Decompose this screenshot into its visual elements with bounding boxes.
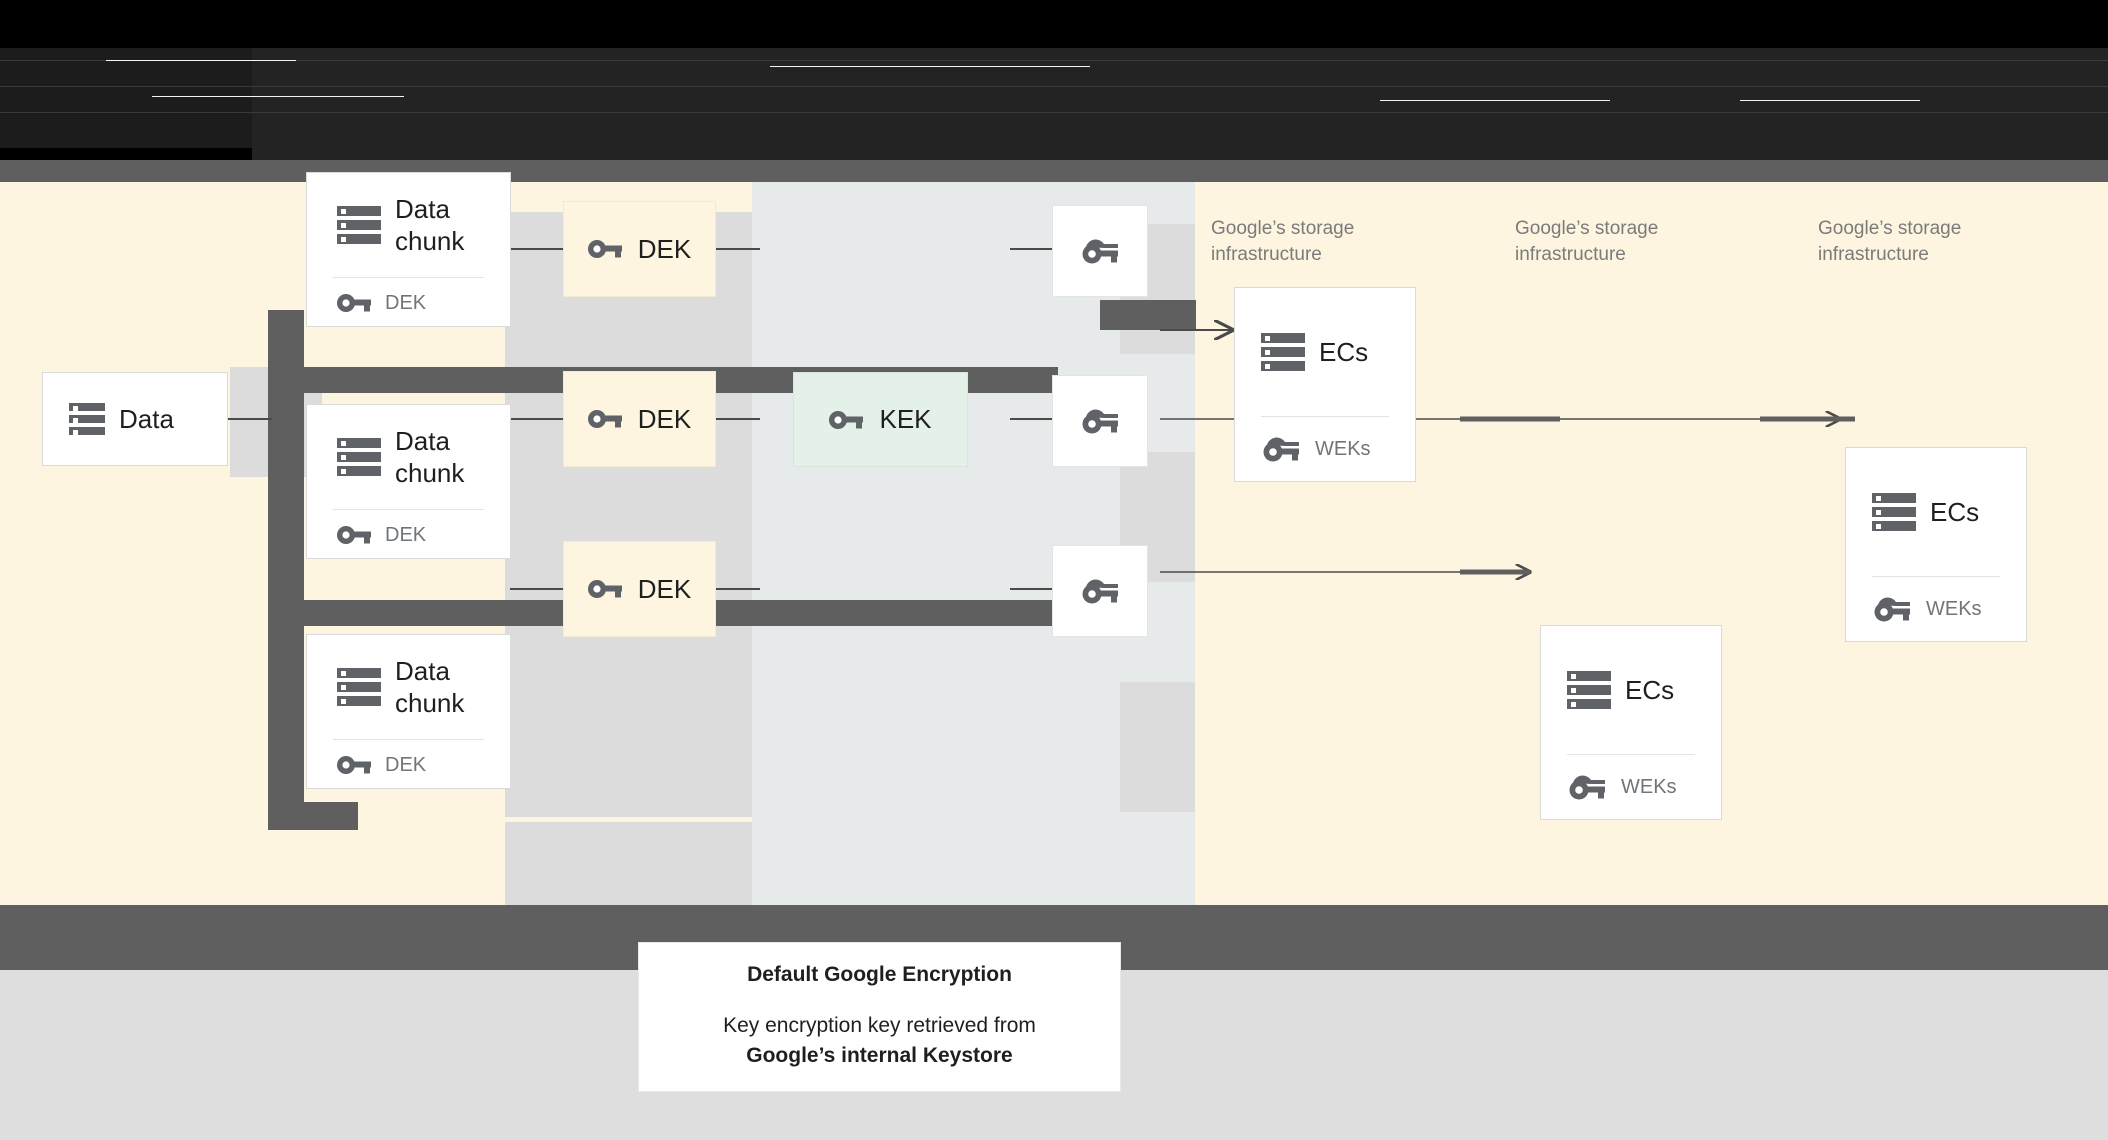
data-chunk-card[interactable]: Data chunk DEK [306,172,511,327]
ecs-card-key-label: WEKs [1621,776,1677,798]
data-chunk-card[interactable]: Data chunk DEK [306,404,511,559]
dek-box[interactable]: DEK [563,541,716,637]
data-chunk-title: Data chunk [395,656,465,718]
storage-icon [69,403,105,435]
storage-icon [1567,671,1611,709]
gray-block-wek3 [1120,682,1195,812]
wrapped-key-box[interactable] [1052,375,1148,467]
header-rule [0,112,2108,113]
header-rule [0,86,2108,87]
key-icon [337,756,371,774]
wrapped-key-icon [1874,597,1910,622]
card-divider [1567,754,1695,755]
dek-box[interactable]: DEK [563,201,716,297]
header-rule-light [152,96,404,97]
caption-card: Default Google Encryption Key encryption… [638,942,1121,1092]
data-chunk-key-label: DEK [385,754,427,776]
dek-label: DEK [637,403,692,434]
dek-label: DEK [637,233,692,264]
caption-body-line2: Google’s internal Keystore [746,1044,1013,1067]
key-icon [337,294,371,312]
header-dark-band-right [252,48,2108,160]
caption-title: Default Google Encryption [747,963,1012,986]
kek-label: KEK [879,404,932,434]
card-divider [1872,576,2000,577]
caption-body: Key encryption key retrieved from Google… [723,1011,1036,1071]
wrapped-key-box[interactable] [1052,545,1148,637]
storage-icon [337,668,381,706]
storage-icon [1261,333,1305,371]
ecs-card[interactable]: ECs WEKs [1234,287,1416,482]
storage-icon [337,206,381,244]
key-icon [337,526,371,544]
data-chunk-title: Data chunk [395,426,465,488]
kek-box[interactable]: KEK [793,372,968,467]
storage-infrastructure-label: Google’s storage infrastructure [1515,218,1659,265]
ecs-card-title: ECs [1319,337,1369,367]
storage-infrastructure-label: Google’s storage infrastructure [1211,218,1355,265]
fork-foot-bar [268,802,358,830]
wrapped-key-box[interactable] [1052,205,1148,297]
storage-infrastructure-label: Google’s storage infrastructure [1818,218,1962,265]
dek-box[interactable]: DEK [563,371,716,467]
top-gray-band [0,160,2108,182]
wrapped-key-icon [1082,239,1118,264]
card-divider [333,509,484,510]
header-rule-light [770,66,1090,67]
storage-icon [337,438,381,476]
data-chunk-title: Data chunk [395,194,465,256]
data-chunk-key-label: DEK [385,524,427,546]
key-icon [587,580,622,598]
ecs-card-key-label: WEKs [1315,438,1371,460]
wrapped-key-icon [1082,579,1118,604]
card-divider [333,277,484,278]
wrapped-key-icon [1569,775,1605,800]
wrapped-key-icon [1263,437,1299,462]
diagram-canvas: Data Data chunk DEK Data chunk [0,172,2108,1052]
ecs-card[interactable]: ECs WEKs [1540,625,1722,820]
header-rule-light [1740,100,1920,101]
header-rule-light [1380,100,1610,101]
card-divider [333,739,484,740]
key-icon [829,410,864,429]
ecs-card-title: ECs [1930,497,1980,527]
ecs-card[interactable]: ECs WEKs [1845,447,2027,642]
header-notch [0,148,252,162]
data-card-title: Data [119,404,174,434]
card-divider [1261,416,1389,417]
key-icon [587,240,622,258]
arrow-overlay-bar [1100,300,1196,330]
dek-label: DEK [637,573,692,604]
ecs-card-title: ECs [1625,675,1675,705]
wrapped-key-icon [1082,409,1118,434]
caption-body-line1: Key encryption key retrieved from [723,1014,1036,1037]
header-rule [0,60,2108,61]
header-black-strip [0,0,2108,48]
data-chunk-key-label: DEK [385,292,427,314]
data-card[interactable]: Data [42,372,228,466]
fork-spine-bar [268,310,304,830]
header-rule-light [106,60,296,61]
storage-icon [1872,493,1916,531]
ecs-card-key-label: WEKs [1926,598,1982,620]
key-icon [587,410,622,428]
data-chunk-card[interactable]: Data chunk DEK [306,634,511,789]
